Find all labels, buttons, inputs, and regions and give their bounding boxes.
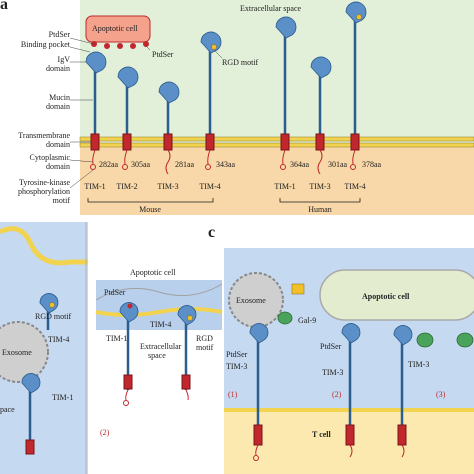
panel-c-letter: c (208, 224, 216, 241)
apoptotic-cell-label-b: Apoptotic cell (130, 268, 176, 277)
ptdser-label-b: PtdSer (104, 288, 126, 297)
tim-label: TIM-1 (84, 182, 106, 191)
length-label: 343aa (216, 160, 236, 169)
length-label: 364aa (290, 160, 310, 169)
panel-b-left-membrane (0, 226, 88, 266)
tim3-label-c3: TIM-3 (408, 360, 430, 369)
exosome-b (0, 321, 49, 383)
rgd-motif-label-a: RGD motif (222, 58, 259, 67)
panel-b-cell-bg (96, 280, 222, 330)
marker-b: (2) (100, 428, 110, 437)
length-label: 378aa (362, 160, 382, 169)
tim3-label-c1: TIM-3 (226, 362, 248, 371)
t-cell-label: T cell (312, 430, 331, 439)
tim1-label-b-left: TIM-1 (52, 393, 74, 402)
human-label: Human (308, 205, 332, 214)
panel-a-letter: a (0, 0, 8, 13)
marker-c1: (1) (228, 390, 238, 399)
label-motif: motif (52, 196, 70, 205)
apoptotic-cell-label-c: Apoptotic cell (362, 292, 410, 301)
panel-a-membrane-inner (79, 142, 474, 148)
label-ptdser-left: PtdSer (48, 30, 70, 39)
tim4-label-b-left: TIM-4 (48, 335, 70, 344)
tim4-label-b: TIM-4 (150, 320, 172, 329)
tim-molecules-a (85, 1, 367, 151)
label-mucin-domain: domain (46, 102, 70, 111)
tim-label: TIM-2 (116, 182, 138, 191)
tim-label: TIM-4 (344, 182, 366, 191)
extracellular-space-label: Extracellular space (240, 4, 302, 13)
ptdser-label-c2: PtdSer (320, 342, 342, 351)
exosome-label-b: Exosome (2, 348, 32, 357)
length-label: 301aa (328, 160, 348, 169)
ptdser-label-c1: PtdSer (226, 350, 248, 359)
tim-label: TIM-3 (157, 182, 179, 191)
species-brackets (87, 198, 361, 203)
gal9-yellow (291, 283, 305, 295)
leader-lines (69, 37, 223, 189)
panel-a-apoptotic-cell (85, 15, 151, 43)
cytoplasmic-tails (90, 149, 356, 175)
label-tyrosine-kinase: Tyrosine-kinase (19, 178, 70, 187)
rgd-motif-dots (211, 14, 362, 50)
marker-c2: (2) (332, 390, 342, 399)
tim-molecules-b-left (21, 293, 59, 455)
space-label-b-left: pace (0, 405, 15, 414)
marker-c3: (3) (436, 390, 446, 399)
gal9-c (277, 311, 474, 348)
rgd-label-b: RGD (196, 334, 213, 343)
ptdser-label-a: PtdSer (152, 50, 174, 59)
label-binding-pocket: Binding pocket (20, 40, 70, 49)
rgd-motif-label-b: RGD motif (35, 312, 72, 321)
apoptotic-cell-label-a: Apoptotic cell (92, 24, 138, 33)
tim-label: TIM-4 (199, 182, 221, 191)
label-mucin: Mucin (49, 93, 70, 102)
length-label: 305aa (131, 160, 151, 169)
gal9-label: Gal-9 (298, 316, 317, 325)
panel-a-membrane-outer (79, 136, 474, 142)
label-cytoplasmic-domain: domain (46, 162, 70, 171)
tim-molecules-b-mid (119, 302, 197, 390)
exosome-label-c: Exosome (236, 296, 266, 305)
tim-label: TIM-3 (309, 182, 331, 191)
motif-label-b: motif (196, 343, 214, 352)
panel-a-cytoplasm-bg (80, 145, 474, 215)
tim3-label-c2: TIM-3 (322, 368, 344, 377)
label-cytoplasmic: Cytoplasmic (29, 153, 70, 162)
panel-b-apoptotic (95, 283, 223, 301)
tim-label: TIM-1 (274, 182, 296, 191)
length-label: 281aa (175, 160, 195, 169)
panel-b-membrane (95, 307, 223, 317)
tim3-molecules-c (249, 323, 413, 446)
label-phosphorylation: phosphorylation (18, 187, 70, 196)
tim1-label-b: TIM-1 (106, 334, 128, 343)
length-label: 282aa (99, 160, 119, 169)
apoptotic-cell-c (319, 269, 474, 321)
label-transmembrane-domain: domain (46, 140, 70, 149)
label-igv-domain: domain (46, 64, 70, 73)
mouse-label: Mouse (139, 205, 161, 214)
label-transmembrane: Transmembrane (18, 131, 70, 140)
space-label-b: space (148, 351, 166, 360)
ptdser-dots (91, 41, 149, 49)
extracellular-label-b: Extracellular (140, 342, 182, 351)
label-igv: IgV (57, 55, 70, 64)
